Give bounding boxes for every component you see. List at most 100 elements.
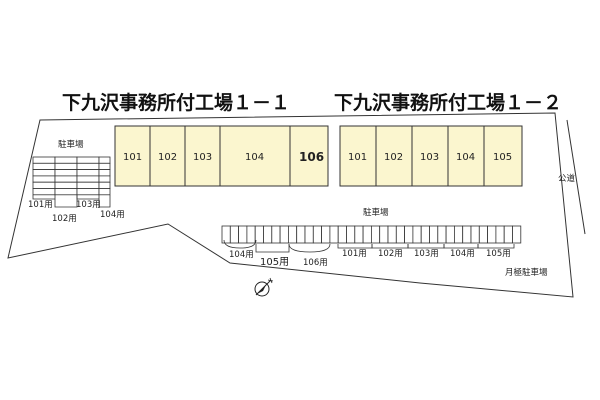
b2-unit-label: 101 [348,152,367,163]
parking-stall [76,175,100,183]
parking-stall [54,181,78,189]
parking-stall [221,225,231,244]
parking-stall [32,188,56,196]
b2-unit-label: 105 [493,152,512,163]
parking-stall [321,225,331,244]
parking-stall [462,225,472,244]
parking-stall [54,156,78,164]
b1-unit-104 [219,125,291,187]
left-parking-braces [32,195,111,208]
parking-stall [387,225,397,244]
parking-stall [98,169,111,177]
b1-unit-label: 101 [123,152,142,163]
brace-101 [32,195,56,200]
parking-stall [254,225,264,244]
parking-stall [478,225,488,244]
parking-stall [279,225,289,244]
parking-stall [229,225,240,244]
parking-stall [32,175,56,183]
parking-stall [412,225,422,244]
parking-stall [495,225,505,244]
parking-stall [429,225,439,244]
b2-unit-104 [447,125,485,187]
parking-stall [487,225,497,244]
b1-unit-label: 104 [245,152,264,163]
b2-unit-label: 104 [456,152,475,163]
public-road-line [566,119,586,235]
parking-stall [337,225,347,244]
assign-label: 101用 [28,200,53,210]
monthly-parking-label: 月極駐車場 [505,267,548,278]
parking-stall [287,225,298,244]
brace-102 [54,195,78,208]
parking-stall [453,225,464,244]
public-road-label: 公道 [558,173,576,184]
assign-label: 102用 [52,214,77,224]
parking-stall [271,225,281,244]
parking-stall [32,162,56,171]
b1-unit-101 [114,125,151,187]
parking-stall [445,225,455,244]
brace-104 [98,195,111,208]
parking-stall [32,156,56,164]
parking-stall [54,162,78,171]
parking-stall [346,225,356,244]
b2-unit-101 [339,125,377,187]
brace-b1-106 [288,243,331,253]
parking-stall [379,225,389,244]
building-1: 101 102 103 104 106 [114,125,329,187]
parking-stall [238,225,248,244]
b1-unit-label: 106 [299,150,324,164]
parking-stall [263,225,273,244]
assign-label: 104用 [450,249,475,259]
b2-unit-105 [483,125,523,187]
assign-label: 103用 [76,200,101,210]
left-parking-stalls [32,156,111,196]
assign-label: 103用 [414,249,439,259]
parking-stall [354,225,364,244]
b2-unit-102 [375,125,413,187]
parking-stall [370,225,381,244]
bottom-parking-braces [223,239,515,253]
parking-stall [32,181,56,189]
compass-north-arrow-icon [254,277,274,297]
parking-stall [404,225,414,244]
parking-left-label: 駐車場 [58,139,84,150]
brace-b1-104 [223,239,257,249]
parking-stall [98,181,111,189]
parking-stall [76,162,100,171]
parking-stall [54,175,78,183]
parking-stall [437,225,447,244]
brace-b2-105 [477,244,515,249]
parking-stall [512,225,522,244]
parking-stall [32,169,56,177]
parking-stall [76,181,100,189]
assign-label: 106用 [303,258,328,268]
parking-stall [329,225,339,244]
parking-stall [362,225,372,244]
assign-label: 105用 [486,249,511,259]
parking-stall [304,225,314,244]
parking-stall [76,156,100,164]
parking-stall [395,225,405,244]
parking-stall [98,188,111,196]
brace-103 [76,195,100,200]
parking-stall [246,225,256,244]
parking-stall [76,169,100,177]
parking-stall [98,175,111,183]
parking-stall [503,225,513,244]
building-2-title: 下九沢事務所付工場１－２ [334,91,562,114]
b1-unit-106 [289,125,329,187]
b1-unit-label: 103 [193,152,212,163]
parking-stall [98,162,111,171]
parking-center-label: 駐車場 [363,207,389,218]
b2-unit-label: 102 [384,152,403,163]
parking-stall [296,225,306,244]
parking-stall [470,225,480,244]
brace-b1-105 [255,244,290,253]
parking-stall [76,188,100,196]
b2-unit-label: 103 [420,152,439,163]
assign-label: 104用 [229,250,254,260]
building-2: 101 102 103 104 105 [339,125,523,187]
parking-stall [98,156,111,164]
